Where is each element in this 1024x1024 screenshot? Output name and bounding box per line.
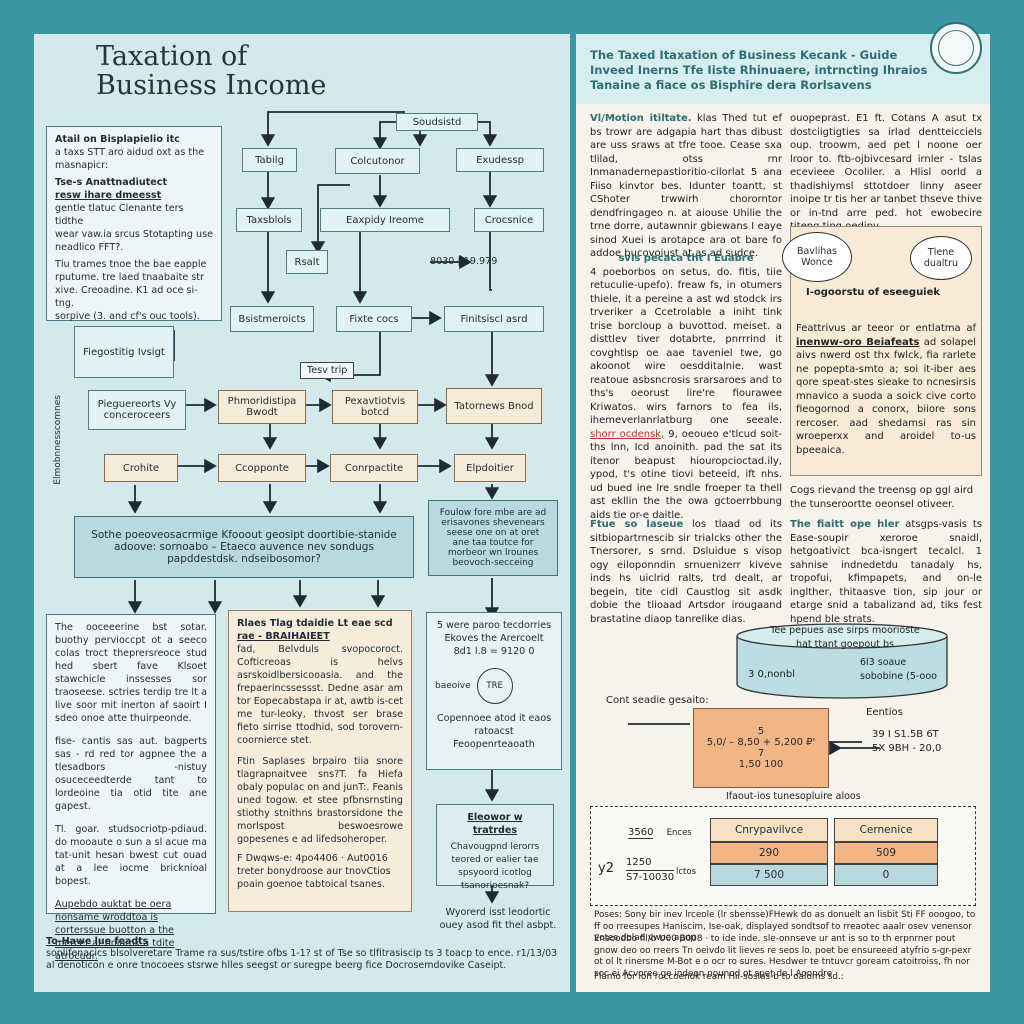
rp-footnote-3: Flamo for ion roccoenok ream Hil-soslas-… — [594, 972, 844, 982]
table-header-2: Cernenice — [834, 818, 938, 842]
cont-label: Cont seadie gesaito: — [606, 695, 709, 706]
lower-col-3: 5 were paroo tecdorries Ekoves the Arerc… — [426, 612, 562, 770]
tan-body: Feattrivus ar teeor or entlatma af inenw… — [796, 323, 977, 456]
flow-box-rsalt: Rsalt — [286, 250, 328, 274]
speech-bubble-2: Tlene dualtru — [910, 236, 972, 280]
rp-col3b: The fiaitt ope hler atsgps-vasis ts Ease… — [790, 519, 982, 625]
speech-bubble-1: Bavlihas Wonce — [782, 232, 852, 282]
flow-box-ccopponte: Ccopponte — [218, 454, 306, 482]
lower-col-3b: Eleowor w tratrdes Chavougpnd lerorrs te… — [436, 804, 554, 891]
right-header: The Taxed Itaxation of Business Kecank -… — [576, 34, 990, 104]
rp-footnote-2: Ensoodbo fil/b U00 B008 · to ide inde. s… — [594, 934, 972, 979]
flow-box-taxsblols: Taxsblols — [236, 208, 302, 232]
flow-box-fiegostitig: Fiegostitig Ivsigt — [74, 326, 174, 378]
flow-label-trip: Tesv trip — [300, 362, 355, 379]
flow-box-colcutonor: Colcutonor — [335, 148, 420, 174]
page-title: Taxation of Business Income — [96, 41, 327, 101]
cyl-top-text: Tee pepues ase sirps moorioste hat ttant… — [770, 625, 920, 650]
seal-emblem-icon — [930, 22, 982, 74]
orange-calc-box: 5 5,0/ – 8,50 + 5,200 ₽' 7 1,50 100 — [693, 708, 829, 788]
flow-side-label: Elmobnnesscomnes — [53, 395, 63, 485]
table-cell-2-2: 0 — [834, 864, 938, 886]
flow-box-foulow: Foulow fore mbe are ad erisavones sheven… — [428, 500, 558, 576]
flow-box-conrpactite: Conrpactite — [330, 454, 418, 482]
flow-box-exudessp: Exudessp — [456, 148, 544, 172]
flow-box-finitsiscl: Finitsiscl asrd — [444, 306, 544, 332]
flow-box-summary: Sothe poeoveosacrmige Kfooout geosipt do… — [74, 516, 414, 578]
table-cell-1-1: 290 — [710, 842, 828, 864]
flow-box-phmoridistipa: Phmoridistipa Bwodt — [218, 390, 306, 424]
rp-col1a: Vl/Motion itiltate. klas Thed tut ef bs … — [590, 113, 782, 259]
below-orange: Ifaout-ios tunesopluire aloos — [726, 791, 861, 802]
flow-box-fixte: Fixte cocs — [336, 306, 412, 332]
flow-box-tatornews: Tatornews Bnod — [446, 388, 542, 424]
below-tan: Cogs rievand the treensg op ggl aird the… — [790, 485, 974, 510]
table-cell-1-2: 509 — [834, 842, 938, 864]
arrow-values: 39 I S1.5B 6T 5X 9BH - 20,0 — [872, 729, 942, 754]
flow-box-pexavtiotvis: Pexavtiotvis botcd — [332, 390, 418, 424]
rp-col3a: Ftue so laseue los tlaad od its sitbiopa… — [590, 519, 782, 625]
dash-y: y2 — [598, 861, 614, 876]
tan-heading: I-ogoorstu of eseeguiek — [806, 287, 941, 298]
lower-col-1: The ooceeerine bst sotar. buothy pervioc… — [46, 614, 216, 962]
table-header-1: Cnrypavilvce — [710, 818, 828, 842]
dash-ictos: lctos — [676, 867, 696, 877]
cyl-right: 6l3 soaue sobobine (5-ooo — [860, 657, 937, 682]
flow-box-bsistmer: Bsistmeroicts — [230, 306, 314, 332]
left-footer: To-Hawe lue feadts sonlifenacics blsolve… — [46, 936, 558, 971]
lower-col-3c: Wyorerd isst leodortic ouey asod fit the… — [439, 907, 557, 931]
table-cell-2-1: 7 500 — [710, 864, 828, 886]
flow-box-eaxpidy: Eaxpidy Ireome — [320, 208, 450, 232]
rp-footnote-1: Poses: Sony bir inev lrceole (lr sbensse… — [594, 910, 976, 943]
flow-box-tabilg: Tabilg — [242, 148, 297, 172]
header-text: The Taxed Itaxation of Business Kecank -… — [590, 48, 928, 92]
cyl-left: 3 0,nonbl — [748, 669, 796, 680]
flow-box-pieguereorts: Pieguereorts Vy conceroceers — [88, 390, 186, 430]
lower-col-2: Rlaes Tlag tdaidie Lt eae scd rae - BRAI… — [228, 610, 412, 912]
flow-label-figure: 8030 | 19.979 — [430, 256, 498, 267]
flow-box-top: Soudsistd — [396, 113, 478, 131]
rp-col2: ouopeprast. E1 ft. Cotans A asut tx dost… — [790, 113, 982, 232]
database-cylinder — [736, 623, 948, 699]
flow-box-crohite: Crohite — [104, 454, 178, 482]
dash-l1: 3560 Ences — [628, 827, 692, 839]
entios-label: Eentios — [866, 707, 903, 718]
flow-box-elpdoitier: Elpdoitier — [454, 454, 526, 482]
tre-circle: TRE — [476, 668, 513, 704]
flow-box-crocsnice: Crocsnice — [474, 208, 544, 232]
rp-col1b: svis pecaca tht I Euabre 4 poeborbos on … — [590, 253, 782, 521]
intro-note: Atail on Bisplapielio itc a taxs STT aro… — [46, 126, 222, 322]
